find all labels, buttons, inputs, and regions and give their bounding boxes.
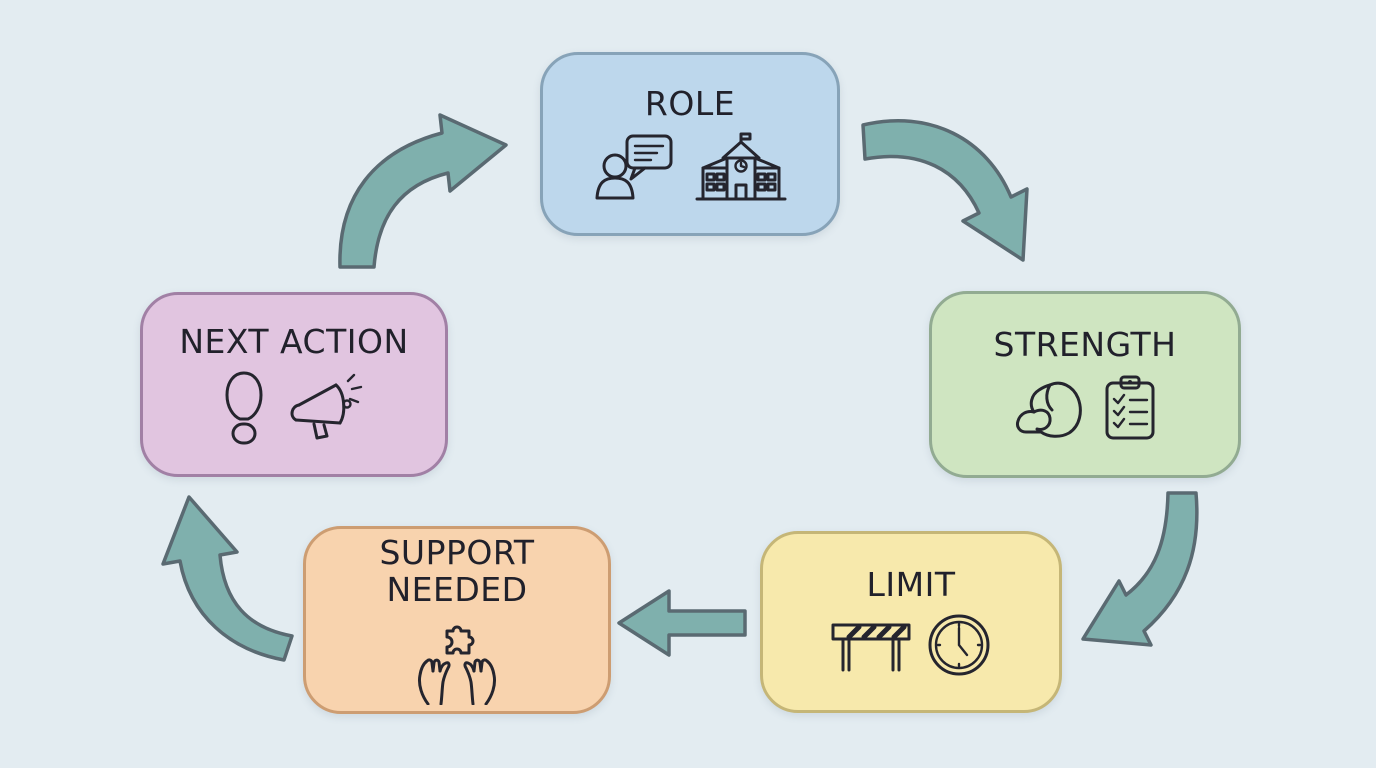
checklist-icon bbox=[1105, 375, 1155, 440]
node-next-action: NEXT ACTION bbox=[140, 292, 448, 477]
node-icons bbox=[1013, 374, 1157, 442]
node-limit: LIMIT bbox=[760, 531, 1062, 713]
node-icons bbox=[411, 619, 503, 705]
arrow-strength-to-limit bbox=[1081, 491, 1199, 647]
node-support-needed: SUPPORT NEEDED bbox=[303, 526, 611, 714]
node-icons bbox=[831, 613, 991, 677]
hands-puzzle-icon bbox=[418, 625, 496, 705]
barrier-icon bbox=[831, 623, 911, 672]
node-label: STRENGTH bbox=[993, 325, 1177, 365]
node-role: ROLE bbox=[540, 52, 840, 236]
arrow-limit-to-support-needed bbox=[617, 589, 747, 657]
node-label: ROLE bbox=[644, 83, 736, 123]
node-icons bbox=[593, 132, 787, 202]
node-label: LIMIT bbox=[866, 564, 956, 604]
clock-icon bbox=[928, 614, 990, 676]
arrow-support-needed-to-next-action bbox=[161, 495, 294, 662]
person-speech-icon bbox=[595, 134, 673, 200]
megaphone-icon bbox=[290, 373, 363, 440]
node-label: SUPPORT NEEDED bbox=[379, 533, 535, 609]
node-strength: STRENGTH bbox=[929, 291, 1241, 478]
school-icon bbox=[695, 132, 787, 201]
arrow-role-to-strength bbox=[861, 119, 1029, 262]
arrow-next-action-to-role bbox=[338, 113, 508, 269]
bicep-icon bbox=[1016, 381, 1082, 438]
node-label: NEXT ACTION bbox=[179, 322, 409, 362]
node-icons bbox=[222, 371, 366, 445]
footprint-icon bbox=[225, 371, 263, 445]
